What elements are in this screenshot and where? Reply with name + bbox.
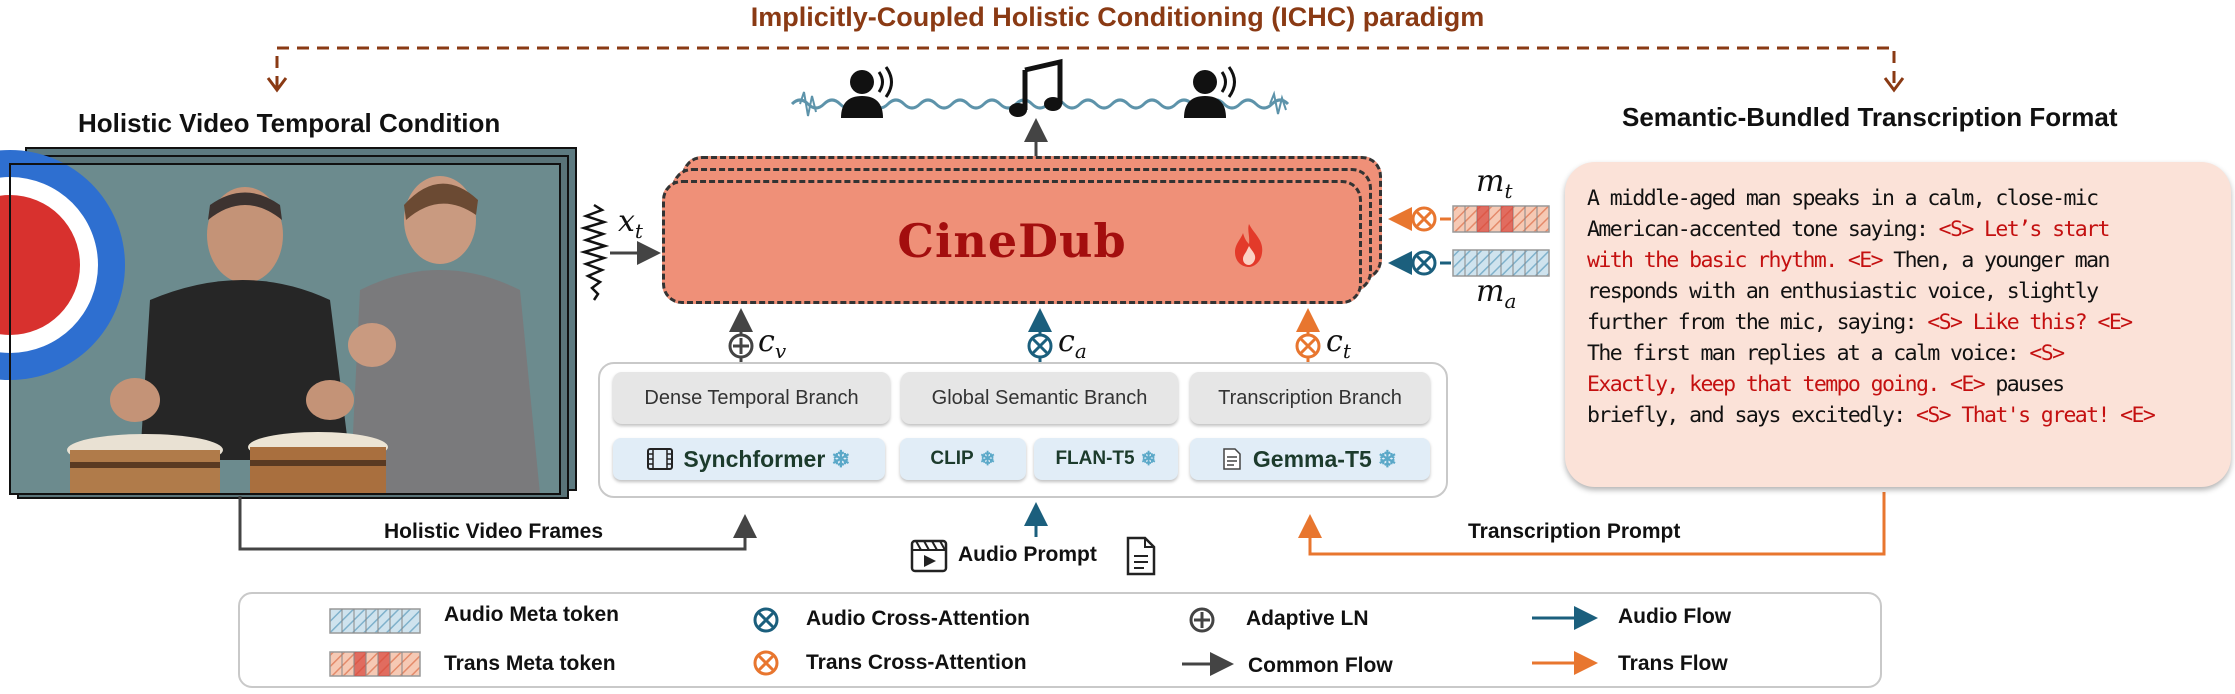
- speech-segment: <S>: [2029, 341, 2065, 366]
- adaptive-ln-icon: [728, 333, 754, 359]
- audio-meta-tokens: [1452, 249, 1550, 277]
- transcription-line: American-accented tone saying: <S> Let’s…: [1587, 214, 2217, 245]
- legend-box: [238, 592, 1882, 688]
- legend-adaptive-ln-icon: [1189, 607, 1215, 633]
- caption-segment: further from the mic, saying:: [1587, 310, 1928, 335]
- transcription-branch: Transcription Branch: [1190, 372, 1430, 424]
- transcription-line: Exactly, keep that tempo going. <E> paus…: [1587, 369, 2217, 400]
- gemma-t5-label: Gemma-T5: [1252, 445, 1372, 472]
- symbol-xt: xt: [618, 204, 643, 243]
- symbol-ca: ca: [1058, 324, 1087, 363]
- audio-prompt-label: Audio Prompt: [958, 543, 1097, 566]
- clip-label: CLIP: [930, 448, 974, 469]
- speech-segment: <S> Like this? <E>: [1927, 310, 2133, 335]
- paradigm-title: Implicitly-Coupled Holistic Conditioning…: [750, 2, 1485, 32]
- video-frames-flow: [238, 496, 757, 551]
- legend-trans-meta: Trans Meta token: [444, 652, 616, 675]
- transcription-line: briefly, and says excitedly: <S> That's …: [1587, 400, 2217, 431]
- trans-cross-attention-icon: [1295, 333, 1321, 359]
- symbol-ma: ma: [1476, 274, 1517, 313]
- caption-segment: responds with an enthusiastic voice, sli…: [1587, 279, 2099, 304]
- fire-icon: [1235, 224, 1263, 267]
- speaker-icon: [841, 66, 893, 118]
- transcription-line: with the basic rhythm. <E> Then, a young…: [1587, 245, 2217, 276]
- speaker-icon: [1184, 66, 1236, 118]
- document-icon: [1126, 536, 1156, 576]
- caption-segment: The first man replies at a calm voice:: [1587, 341, 2030, 366]
- caption-segment: A middle-aged man speaks in a calm, clos…: [1587, 186, 2099, 211]
- audio-cross-attention-icon: [1411, 250, 1437, 276]
- snowflake-icon: ❄: [831, 445, 851, 472]
- legend-audio-cross: Audio Cross-Attention: [806, 607, 1030, 630]
- trans-meta-tokens: [1452, 205, 1550, 233]
- caption-segment: American-accented tone saying:: [1587, 217, 1939, 242]
- legend-trans-meta-icon: [329, 651, 421, 677]
- caption-segment: briefly, and says excitedly:: [1587, 403, 1916, 428]
- synchformer-encoder: Synchformer ❄: [613, 438, 885, 480]
- noise-waveform: [579, 203, 610, 301]
- legend-trans-cross: Trans Cross-Attention: [806, 651, 1027, 674]
- film-icon: [910, 539, 948, 573]
- synchformer-label: Synchformer: [683, 445, 826, 472]
- ichc-bracket: [266, 46, 1905, 93]
- transcription-prompt-label: Transcription Prompt: [1468, 520, 1681, 543]
- legend-audio-flow: Audio Flow: [1618, 605, 1732, 628]
- caption-segment: pauses: [1984, 372, 2065, 397]
- music-note-icon: [1009, 58, 1063, 117]
- snowflake-icon: ❄: [1140, 448, 1157, 470]
- transcription-prompt-flow: [1298, 492, 1886, 556]
- legend-audio-meta: Audio Meta token: [444, 603, 620, 626]
- legend-common-flow: Common Flow: [1248, 654, 1393, 677]
- symbol-cv: cv: [758, 324, 787, 363]
- video-frames-label: Holistic Video Frames: [384, 520, 604, 543]
- transcription-line: further from the mic, saying: <S> Like t…: [1587, 307, 2217, 338]
- caption-segment: Then, a younger man: [1881, 248, 2110, 273]
- transcription-line: The first man replies at a calm voice: <…: [1587, 338, 2217, 369]
- gemma-t5-encoder: Gemma-T5 ❄: [1190, 438, 1430, 480]
- legend-trans-cross-icon: [753, 650, 779, 676]
- transcription-format-title: Semantic-Bundled Transcription Format: [1622, 102, 2118, 132]
- cinedub-title: CineDub: [897, 214, 1127, 268]
- video-frame-image: [0, 150, 561, 495]
- legend-audio-cross-icon: [753, 607, 779, 633]
- snowflake-icon: ❄: [979, 448, 996, 470]
- video-condition-title: Holistic Video Temporal Condition: [78, 108, 501, 138]
- legend-audio-meta-icon: [329, 608, 421, 634]
- symbol-mt: mt: [1476, 164, 1513, 203]
- dense-temporal-branch: Dense Temporal Branch: [613, 372, 890, 424]
- film-icon: [647, 448, 674, 470]
- clip-encoder: CLIP ❄: [900, 438, 1026, 480]
- transcription-line: responds with an enthusiastic voice, sli…: [1587, 276, 2217, 307]
- transcription-line: A middle-aged man speaks in a calm, clos…: [1587, 183, 2217, 214]
- speech-segment: <S> That's great! <E>: [1915, 403, 2156, 428]
- legend-adaptive-ln: Adaptive LN: [1246, 607, 1369, 630]
- trans-cross-attention-icon: [1411, 206, 1437, 232]
- audio-cross-attention-icon: [1027, 333, 1053, 359]
- speech-segment: Exactly, keep that tempo going. <E>: [1587, 372, 1986, 397]
- snowflake-icon: ❄: [1377, 445, 1398, 472]
- flan-t5-label: FLAN-T5: [1055, 448, 1135, 469]
- document-icon: [1223, 448, 1241, 470]
- legend-trans-flow: Trans Flow: [1618, 652, 1728, 675]
- global-semantic-branch: Global Semantic Branch: [901, 372, 1178, 424]
- speech-segment: <S> Let’s start: [1938, 217, 2111, 242]
- flan-t5-encoder: FLAN-T5 ❄: [1034, 438, 1178, 480]
- transcription-card: A middle-aged man speaks in a calm, clos…: [1565, 162, 2231, 487]
- symbol-ct: ct: [1326, 324, 1351, 363]
- speech-segment: with the basic rhythm. <E>: [1587, 248, 1884, 273]
